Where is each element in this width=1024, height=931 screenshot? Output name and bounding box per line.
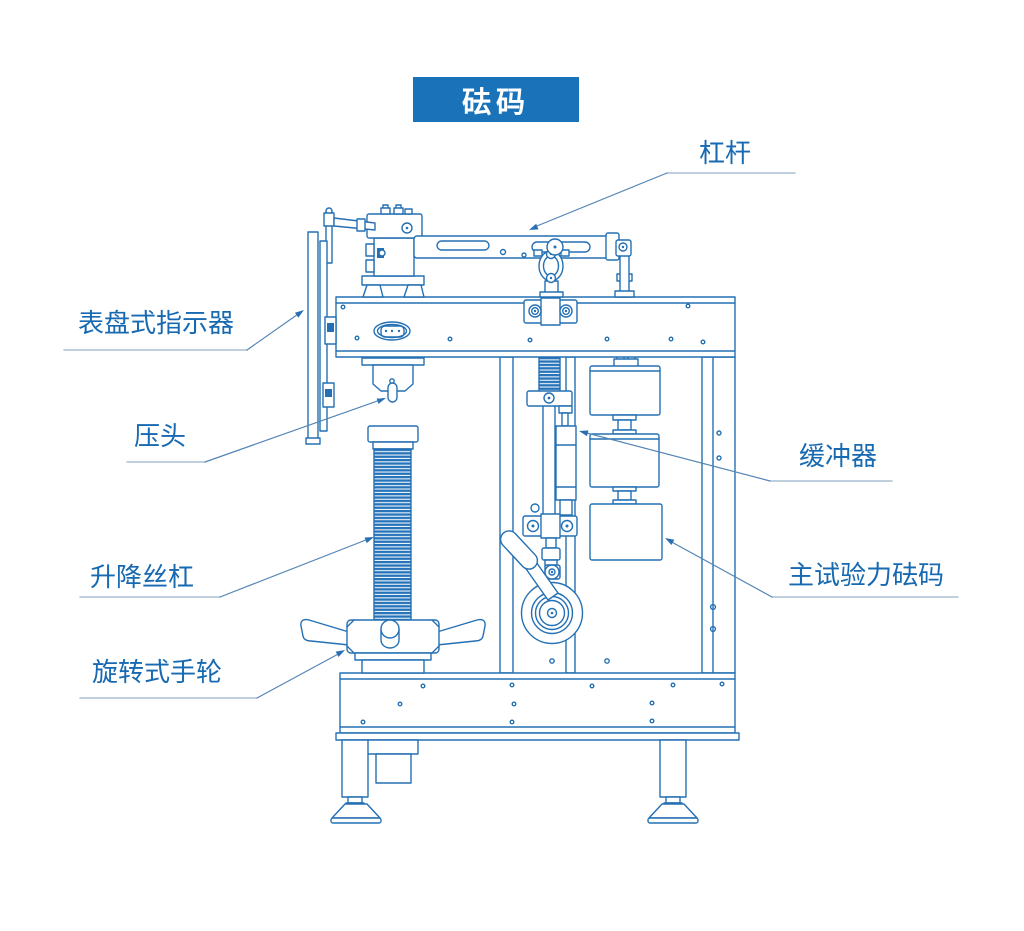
base — [335, 658, 740, 741]
damper-drawing — [555, 425, 577, 516]
upper-bracket — [523, 297, 578, 326]
leader-lever — [531, 172, 668, 229]
label-main-test-force-weights: 主试验力砝码 — [788, 561, 945, 591]
leader-weights — [667, 539, 773, 598]
handwheel-right-spoke — [436, 618, 486, 646]
leader-lifting-screw — [219, 537, 372, 598]
weight-2 — [589, 433, 660, 488]
dial-plate — [307, 231, 319, 444]
leader-indenter — [204, 398, 384, 463]
beam — [335, 296, 736, 358]
leader-lines — [63, 172, 959, 699]
weight-1 — [589, 365, 661, 416]
lower-bracket — [522, 513, 578, 580]
label-indenter: 压头 — [134, 422, 187, 452]
head-block — [361, 204, 425, 298]
title-banner-label: 砝码 — [461, 84, 530, 119]
leader-damper — [582, 431, 771, 482]
title-banner: 砝码 — [413, 77, 579, 122]
leader-dial-indicator — [246, 311, 302, 351]
right-leg — [647, 739, 699, 824]
label-underlines — [63, 172, 959, 699]
label-rotary-handwheel: 旋转式手轮 — [92, 658, 223, 688]
weight-3 — [589, 503, 663, 561]
label-lifting-screw: 升降丝杠 — [90, 563, 195, 593]
under-base-box — [366, 739, 419, 784]
left-leg — [330, 739, 382, 824]
left-foot — [331, 803, 381, 819]
right-foot — [648, 803, 698, 819]
lifting-screw-drawing — [367, 425, 419, 623]
load-cam-and-handle — [499, 530, 584, 645]
label-lever: 杠杆 — [699, 139, 752, 169]
label-damper: 缓冲器 — [799, 442, 878, 472]
anvil-table — [367, 425, 419, 443]
lever-drawing — [413, 232, 635, 298]
screw-threads — [373, 448, 412, 623]
weights-drawing — [589, 354, 663, 561]
handwheel-knob — [380, 619, 400, 639]
leader-handwheel — [256, 651, 343, 699]
handwheel-left-spoke — [300, 618, 350, 646]
leader-arrowheads — [294, 223, 675, 657]
handwheel-drawing — [300, 618, 486, 674]
handle-grip — [499, 530, 539, 570]
indenter-pin — [387, 382, 398, 403]
label-dial-indicator: 表盘式指示器 — [78, 309, 235, 339]
dial-indicator-drawing — [305, 207, 376, 445]
indenter-drawing — [361, 357, 425, 403]
